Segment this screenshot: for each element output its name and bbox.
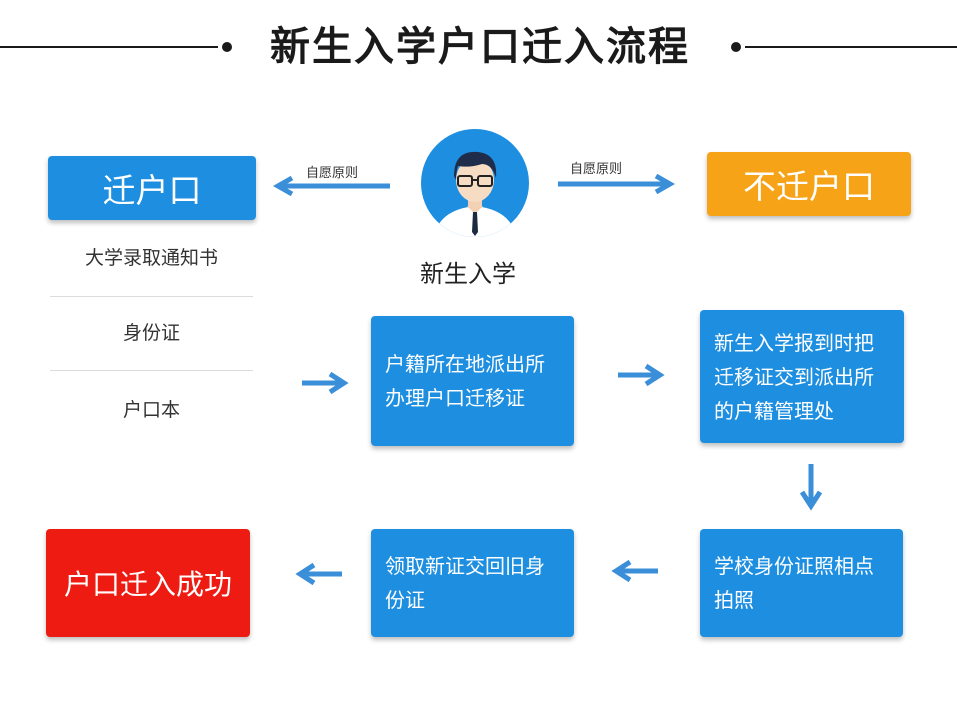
- student-avatar-icon: [421, 129, 529, 237]
- arrow-down-icon: [799, 464, 823, 511]
- right-arrow-label: 自愿原则: [570, 162, 623, 177]
- step-collect-new-id: 领取新证交回旧身份证: [371, 529, 574, 637]
- step-issue-migration-certificate: 户籍所在地派出所办理户口迁移证: [371, 316, 574, 446]
- title-rule-left: [0, 46, 218, 48]
- document-household-register: 户口本: [122, 399, 180, 421]
- hukou-move-success-box: 户口迁入成功: [46, 529, 250, 637]
- arrow-left-icon: [295, 562, 342, 586]
- arrow-left-icon: [611, 559, 658, 583]
- not-move-hukou-box: 不迁户口: [707, 152, 911, 216]
- left-arrow-label: 自愿原则: [306, 166, 359, 181]
- move-hukou-box: 迁户口: [48, 156, 256, 220]
- document-divider: [50, 296, 253, 297]
- title-dot-left: [222, 42, 232, 52]
- step-submit-certificate: 新生入学报到时把迁移证交到派出所的户籍管理处: [700, 310, 904, 443]
- document-divider: [50, 370, 253, 371]
- center-label: 新生入学: [420, 260, 516, 288]
- document-admission-letter: 大学录取通知书: [84, 247, 218, 269]
- document-id-card: 身份证: [122, 322, 180, 344]
- arrow-right-icon: [558, 173, 676, 195]
- title-rule-right: [745, 46, 957, 48]
- arrow-right-icon: [302, 371, 349, 395]
- arrow-right-icon: [618, 363, 665, 387]
- step-school-id-photo: 学校身份证照相点拍照: [700, 529, 903, 637]
- title-dot-right: [731, 42, 741, 52]
- arrow-left-icon: [272, 175, 390, 197]
- page-title: 新生入学户口迁入流程: [270, 24, 690, 70]
